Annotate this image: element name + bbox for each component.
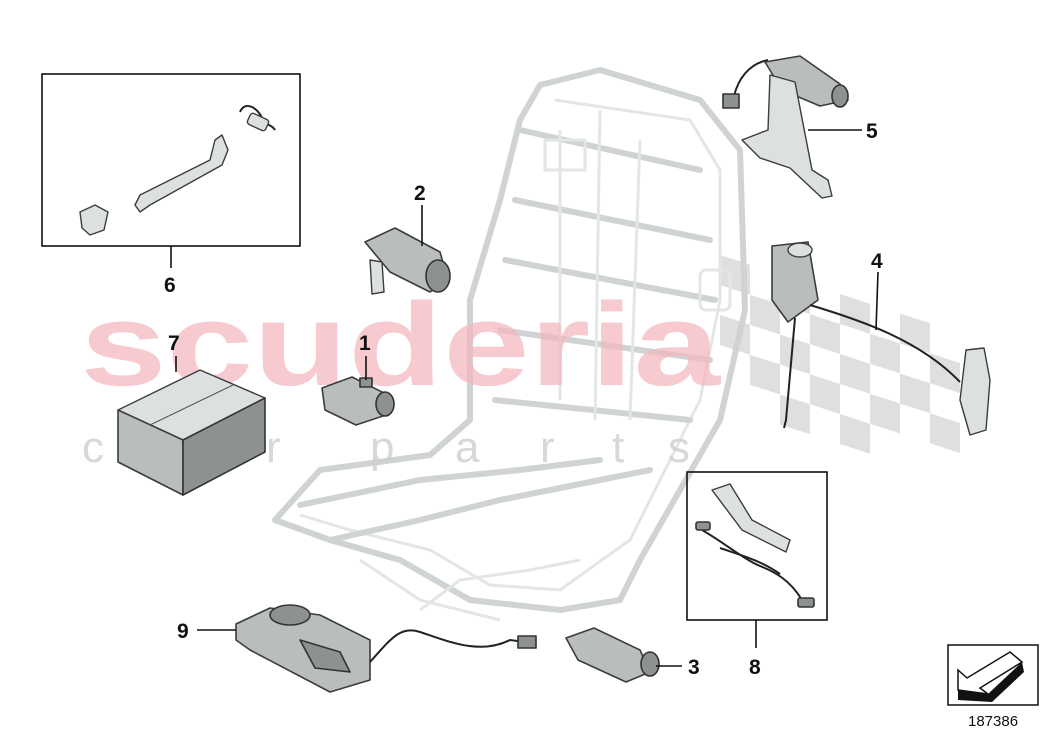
part-1-motor <box>321 376 395 426</box>
arrow-direction-icon <box>947 644 1039 706</box>
part-2-motor <box>364 227 451 295</box>
parts-box-8 <box>686 471 828 621</box>
checkered-flag-icon <box>720 254 960 454</box>
part-6-group <box>79 104 276 236</box>
callout-8: 8 <box>749 656 761 679</box>
part-4-motor-cable <box>771 241 991 436</box>
callout-4: 4 <box>871 250 883 273</box>
part-7-box <box>117 369 266 496</box>
part-3-motor <box>565 627 660 683</box>
seat-frame <box>272 67 748 622</box>
part-5-mechanism <box>722 55 849 199</box>
callout-6: 6 <box>164 274 176 297</box>
callout-2: 2 <box>414 182 426 205</box>
callout-5: 5 <box>866 120 878 143</box>
callout-1: 1 <box>359 332 371 355</box>
part-8-group <box>695 483 815 608</box>
watermark-letter: c <box>82 423 104 472</box>
watermark-letter: r <box>540 423 555 472</box>
watermark-letter: a <box>455 423 480 472</box>
part-9-motor <box>235 604 537 693</box>
watermark-letter: p <box>370 423 394 472</box>
watermark-letter: t <box>612 423 624 472</box>
callout-9: 9 <box>177 620 189 643</box>
reference-number: 187386 <box>968 713 1018 730</box>
callout-3: 3 <box>688 656 700 679</box>
watermark-letter: s <box>668 423 690 472</box>
callout-7: 7 <box>168 332 180 355</box>
watermark-letter: r <box>266 423 281 472</box>
